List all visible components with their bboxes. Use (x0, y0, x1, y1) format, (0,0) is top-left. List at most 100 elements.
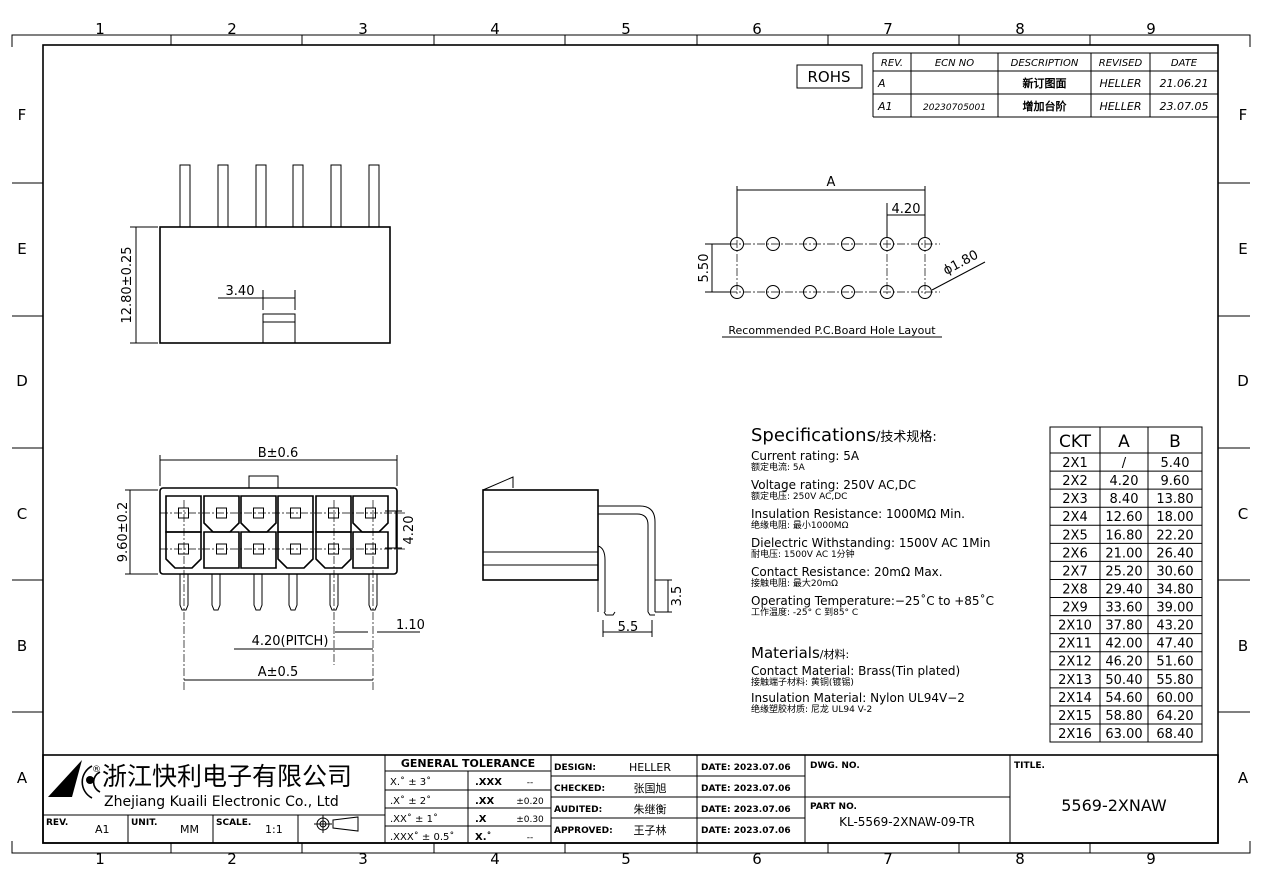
row-ref-left: B (17, 637, 27, 655)
centerline (736, 240, 926, 296)
ckt-cell: 60.00 (1156, 691, 1193, 706)
ckt-cell: 2X12 (1058, 655, 1092, 670)
decimal-precision: X.˚ (475, 831, 492, 843)
pcb-hole (841, 237, 855, 251)
spec-item-cn: 额定电流: 5A (751, 461, 806, 473)
unit-value: MM (180, 823, 199, 836)
row-ref-left: E (17, 240, 26, 258)
row-ref-right: C (1238, 505, 1248, 523)
company-name-en: Zhejiang Kuaili Electronic Co., Ltd (104, 794, 339, 810)
revision-cell: 增加台阶 (1023, 99, 1068, 113)
materials-title-cn: /材料: (820, 647, 849, 661)
revision-cell: A1 (877, 100, 893, 113)
dwg-no-label: DWG. NO. (810, 761, 860, 771)
pcb-hole (766, 237, 780, 251)
pcb-hole-layout (705, 186, 986, 338)
ckt-cell: 51.60 (1156, 655, 1193, 670)
ckt-cell: 33.60 (1105, 601, 1142, 616)
ckt-cell: 2X15 (1058, 709, 1092, 724)
decimal-precision: .X (475, 814, 487, 825)
ckt-cell: 55.80 (1156, 673, 1193, 688)
column-ref-bottom: 6 (752, 850, 762, 868)
top-height-dim: 12.80±0.25 (120, 246, 135, 323)
rohs-box (796, 64, 863, 89)
revision-cell: A (877, 77, 886, 90)
hole-row-dim: 5.50 (697, 254, 712, 283)
pin (292, 164, 304, 228)
contact-cavity (203, 531, 240, 569)
pcb-hole (803, 285, 817, 299)
pin (368, 164, 380, 228)
spec-item: Current rating: 5A (751, 449, 860, 463)
signoff-name: 朱继衡 (634, 803, 667, 816)
ckt-cell: 2X11 (1058, 637, 1092, 652)
pin (288, 574, 298, 611)
scale-value: 1:1 (265, 823, 283, 836)
signoff-date: DATE: 2023.07.06 (701, 763, 791, 773)
material-item-cn: 绝缘塑胶材质: 尼龙 UL94 V-2 (751, 703, 872, 715)
side-view (482, 476, 672, 637)
ckt-cell: 42.00 (1105, 637, 1142, 652)
row-ref-right: F (1239, 106, 1248, 124)
company-logo (48, 760, 101, 799)
ckt-cell: 2X8 (1062, 582, 1087, 597)
ckt-cell: 2X7 (1062, 564, 1087, 579)
title-label: TITLE. (1014, 761, 1045, 771)
spec-item-cn: 工作温度: -25° C 到85° C (751, 606, 858, 618)
drawing-title: 5569-2XNAW (1061, 796, 1167, 815)
ckt-cell: 2X14 (1058, 691, 1092, 706)
spec-item-cn: 接触电阻: 最大20mΩ (751, 577, 838, 589)
ckt-cell: 16.80 (1105, 528, 1142, 543)
material-item: Insulation Material: Nylon UL94V−2 (751, 691, 965, 705)
signoff-name: 王子林 (634, 823, 667, 837)
pin (217, 164, 229, 228)
signoff-role: CHECKED: (554, 784, 605, 794)
ckt-header: CKT (1059, 432, 1092, 452)
material-item: Contact Material: Brass(Tin plated) (751, 664, 960, 678)
part-no-label: PART NO. (810, 802, 857, 812)
specifications: Specifications/技术规格: Current rating: 5A额… (751, 425, 994, 715)
column-ref-bottom: 4 (490, 850, 500, 868)
spec-item: Operating Temperature:−25˚C to +85˚C (751, 593, 994, 608)
ckt-grid (1049, 426, 1203, 743)
decimal-precision: .XXX (475, 777, 502, 788)
contact-cavity (315, 495, 352, 533)
ckt-cell: 12.60 (1105, 510, 1142, 525)
column-ref-bottom: 7 (883, 850, 893, 868)
column-ref-top: 6 (752, 20, 762, 38)
ckt-cell: 2X13 (1058, 673, 1092, 688)
pin (179, 164, 191, 228)
row-pitch-dim: 4.20 (402, 516, 417, 545)
contact-cavity (315, 531, 352, 569)
tolerance-title: GENERAL TOLERANCE (401, 757, 535, 770)
revision-cell: 23.07.05 (1160, 100, 1209, 113)
side-row-dim: 5.5 (618, 620, 639, 635)
hole-diameter-dim: ϕ1.80 (941, 248, 981, 279)
column-ref-bottom: 9 (1146, 850, 1156, 868)
pcb-hole (841, 285, 855, 299)
revision-cell: HELLER (1099, 77, 1141, 90)
column-ref-bottom: 5 (621, 850, 631, 868)
rev-value: A1 (95, 823, 110, 836)
contact-cavity (277, 531, 314, 569)
revision-cell: 20230705001 (923, 103, 986, 113)
unit-label: UNIT. (131, 818, 157, 828)
spec-item: Voltage rating: 250V AC,DC (751, 478, 916, 492)
row-ref-left: D (16, 372, 28, 390)
ckt-cell: 2X5 (1062, 528, 1087, 543)
top-view: 12.80±0.25 3.40 (120, 164, 391, 344)
column-ref-top: 7 (883, 20, 893, 38)
ckt-cell: 4.20 (1110, 474, 1139, 489)
ckt-cell: 2X1 (1062, 456, 1087, 471)
revision-grid (872, 52, 1218, 118)
contact-cavity (165, 531, 202, 569)
contact-cavity (277, 495, 314, 533)
signoff-date: DATE: 2023.07.06 (701, 784, 791, 794)
column-ref-bottom: 3 (358, 850, 368, 868)
revision-header: ECN NO (935, 58, 974, 69)
ckt-cell: 47.40 (1156, 637, 1193, 652)
front-height-dim: 9.60±0.2 (116, 502, 131, 563)
ckt-cell: 39.00 (1156, 601, 1193, 616)
